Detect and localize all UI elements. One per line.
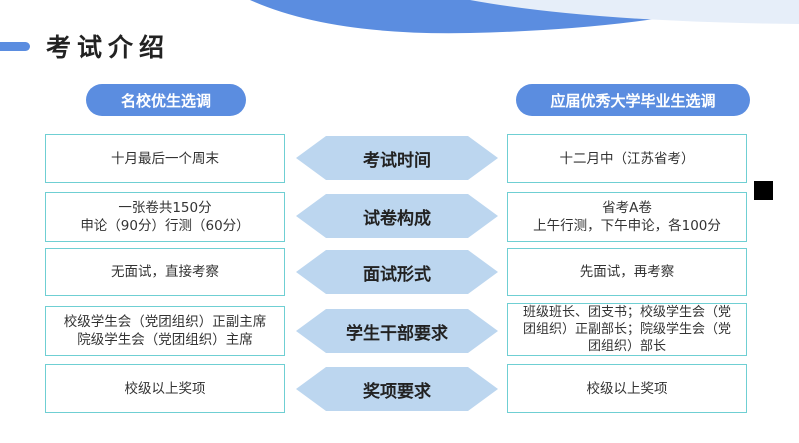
row-1-left-box: 十月最后一个周末 (45, 134, 285, 183)
row-2-left-box: 一张卷共150分 申论（90分）行测（60分） (45, 192, 285, 242)
row-1-label-arrow: 考试时间 (296, 136, 498, 180)
page-title: 考试介绍 (46, 33, 171, 62)
row-5-left-text: 校级以上奖项 (124, 380, 206, 397)
row-1-left-text: 十月最后一个周末 (111, 150, 219, 167)
black-square-marker (754, 181, 773, 200)
row-5-right-box: 校级以上奖项 (507, 364, 747, 413)
row-4-left-text: 校级学生会（党团组织）正副主席 院级学生会（党团组织）主席 (63, 314, 267, 348)
header-left-pill: 名校优生选调 (86, 84, 246, 116)
row-3-label: 面试形式 (363, 264, 431, 285)
row-4-right-text: 班级班长、团支书；校级学生会（党团组织）正副部长；院级学生会（党团组织）部长 (522, 305, 731, 354)
row-1-right-box: 十二月中（江苏省考） (507, 134, 747, 183)
header-right-pill: 应届优秀大学毕业生选调 (516, 84, 750, 116)
row-5-label-arrow: 奖项要求 (296, 367, 498, 411)
row-1-right-text: 十二月中（江苏省考） (559, 150, 695, 167)
row-5-label: 奖项要求 (363, 381, 431, 402)
row-2-left-text: 一张卷共150分 申论（90分）行测（60分） (80, 200, 250, 234)
row-2-label: 试卷构成 (363, 208, 431, 229)
row-3-right-text: 先面试，再考察 (579, 264, 675, 280)
row-4-label-arrow: 学生干部要求 (296, 309, 498, 353)
title-accent-bar (0, 42, 30, 51)
row-4-right-box: 班级班长、团支书；校级学生会（党团组织）正副部长；院级学生会（党团组织）部长 (507, 303, 747, 356)
row-3-label-arrow: 面试形式 (296, 250, 498, 294)
row-2-right-box: 省考A卷 上午行测，下午申论，各100分 (507, 192, 747, 242)
row-4-left-box: 校级学生会（党团组织）正副主席 院级学生会（党团组织）主席 (45, 306, 285, 356)
row-5-left-box: 校级以上奖项 (45, 364, 285, 413)
row-3-left-box: 无面试，直接考察 (45, 248, 285, 296)
row-4-label: 学生干部要求 (346, 323, 448, 344)
row-2-right-text: 省考A卷 上午行测，下午申论，各100分 (533, 200, 721, 234)
row-1-label: 考试时间 (363, 150, 431, 171)
top-wave-decoration (250, 0, 799, 34)
row-3-right-box: 先面试，再考察 (507, 248, 747, 296)
row-3-left-text: 无面试，直接考察 (111, 264, 219, 280)
row-2-label-arrow: 试卷构成 (296, 194, 498, 238)
row-5-right-text: 校级以上奖项 (586, 380, 668, 397)
